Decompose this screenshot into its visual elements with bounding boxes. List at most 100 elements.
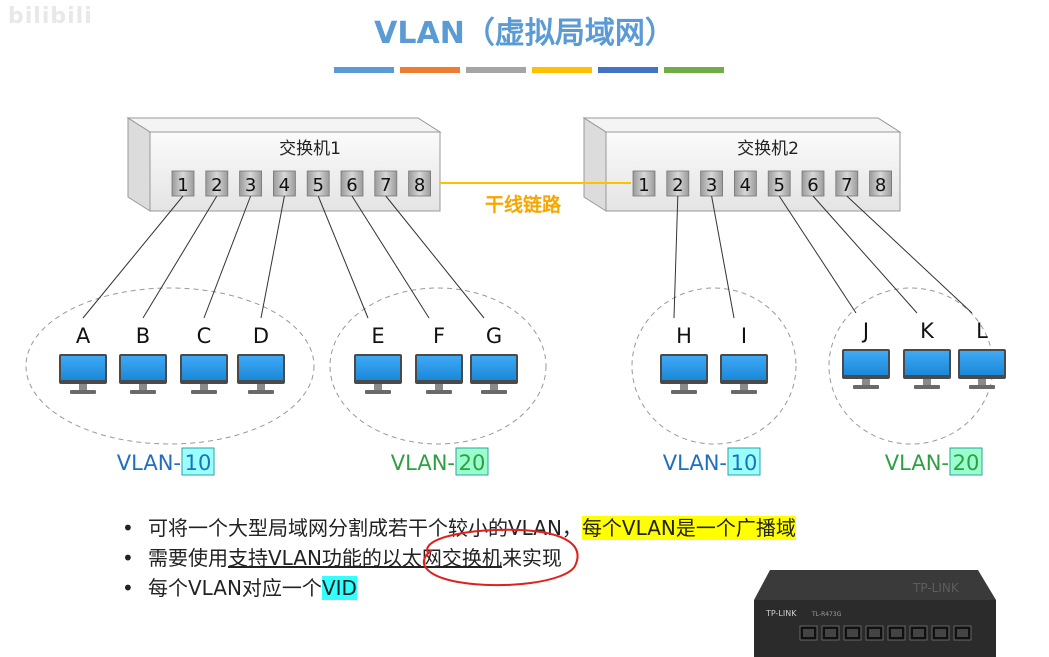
vlan-label-3-id: 10 (731, 451, 758, 475)
bullet-1-text: 可将一个大型局域网分割成若干个较小的VLAN， (148, 516, 582, 540)
monitor-base (853, 385, 879, 389)
host-E: E (354, 324, 402, 394)
port-number: 2 (672, 175, 683, 196)
switch-1-port-2: 2 (205, 170, 229, 197)
router-top-face (754, 570, 996, 600)
host-label: L (976, 319, 988, 343)
monitor-neck (490, 384, 498, 390)
vlan-label-1-prefix: VLAN- (117, 451, 181, 475)
cable-H (673, 195, 679, 319)
host-J: J (842, 319, 890, 389)
monitor-screen (417, 356, 461, 380)
vlan-label-2-prefix: VLAN- (391, 451, 455, 475)
port-number: 6 (346, 175, 357, 196)
vlan-label-2-id-box (455, 447, 489, 476)
monitor-base (914, 385, 940, 389)
port-number: 7 (841, 175, 852, 196)
host-label: C (197, 324, 212, 348)
monitor-neck (978, 379, 986, 385)
cable-E (317, 195, 369, 319)
monitor-base (731, 390, 757, 394)
router-front-brand: TP-LINK (765, 609, 797, 618)
switch-2: 交换机2 (582, 117, 902, 212)
vlan-group-3-ellipse (631, 287, 797, 445)
vlan-label-3-prefix: VLAN- (663, 451, 727, 475)
cable-I (711, 195, 735, 319)
switch-1-top-face (126, 117, 442, 133)
title-color-bar-5 (598, 67, 658, 73)
port-number: 8 (875, 175, 886, 196)
bullet-2-underlined: 支持VLAN功能的以太网交换机 (228, 546, 502, 570)
watermark-logo: bilibili (8, 4, 93, 29)
vlan-label-4-id: 20 (953, 451, 980, 475)
port-number: 1 (638, 175, 649, 196)
monitor-neck (740, 384, 748, 390)
monitor-screen (61, 356, 105, 380)
router-port-socket (825, 629, 836, 637)
cable-D (260, 195, 285, 319)
router-photo: TP-LINK TP-LINK TL-R473G (754, 570, 996, 657)
bullet-item-3: •每个VLAN对应一个VID (122, 574, 357, 602)
port-number: 1 (177, 175, 188, 196)
switch-1-port-5: 5 (306, 170, 330, 197)
monitor-screen (182, 356, 226, 380)
monitor-base (365, 390, 391, 394)
cable-G (385, 195, 485, 319)
host-H: H (660, 324, 708, 394)
monitor-base (70, 390, 96, 394)
host-label: H (676, 324, 692, 348)
host-label: B (136, 324, 150, 348)
monitor-screen (905, 351, 949, 375)
switch-1-port-6: 6 (340, 170, 364, 197)
port-number: 4 (740, 175, 751, 196)
port-number: 5 (773, 175, 784, 196)
vlan-label-4-id-box (949, 447, 983, 476)
host-label: G (486, 324, 502, 348)
port-number: 2 (211, 175, 222, 196)
switch-1-port-1: 1 (171, 170, 195, 197)
router-port-socket (869, 629, 880, 637)
router-port-socket (913, 629, 924, 637)
switch-1-port-8: 8 (408, 170, 432, 197)
host-label: D (253, 324, 269, 348)
host-label: K (920, 319, 935, 343)
monitor-screen (662, 356, 706, 380)
bullet-2-pre: 需要使用 (148, 546, 228, 570)
cable-J (778, 195, 857, 314)
monitor-screen (844, 351, 888, 375)
host-B: B (119, 324, 167, 394)
monitor-neck (257, 384, 265, 390)
host-label: F (433, 324, 445, 348)
bullet-dot: • (122, 516, 134, 540)
monitor-neck (435, 384, 443, 390)
router-port-socket (957, 629, 968, 637)
switch-1-label: 交换机1 (279, 139, 341, 159)
monitor-screen (356, 356, 400, 380)
vlan-label-1-id: 10 (185, 451, 212, 475)
host-F: F (415, 324, 463, 394)
monitor-base (481, 390, 507, 394)
switch-1-port-7: 7 (374, 170, 398, 197)
port-number: 3 (245, 175, 256, 196)
switch-2-label: 交换机2 (737, 139, 799, 159)
port-number: 5 (312, 175, 323, 196)
cable-L (846, 195, 973, 314)
host-I: I (720, 324, 768, 394)
monitor-neck (680, 384, 688, 390)
vlan-label-3-id-box (727, 447, 761, 476)
bullet-dot: • (122, 546, 134, 570)
vlan-group-1-ellipse (25, 287, 315, 445)
slide-title: VLAN（虚拟局域网） (374, 16, 675, 51)
switch-1-port-3: 3 (239, 170, 263, 197)
trunk-link-label: 干线链路 (485, 193, 562, 216)
host-label: J (861, 319, 869, 343)
host-cables (82, 195, 973, 319)
monitor-neck (374, 384, 382, 390)
vlan-label-4-prefix: VLAN- (885, 451, 949, 475)
cable-K (812, 195, 918, 314)
vlan-label-1-id-box (181, 447, 215, 476)
